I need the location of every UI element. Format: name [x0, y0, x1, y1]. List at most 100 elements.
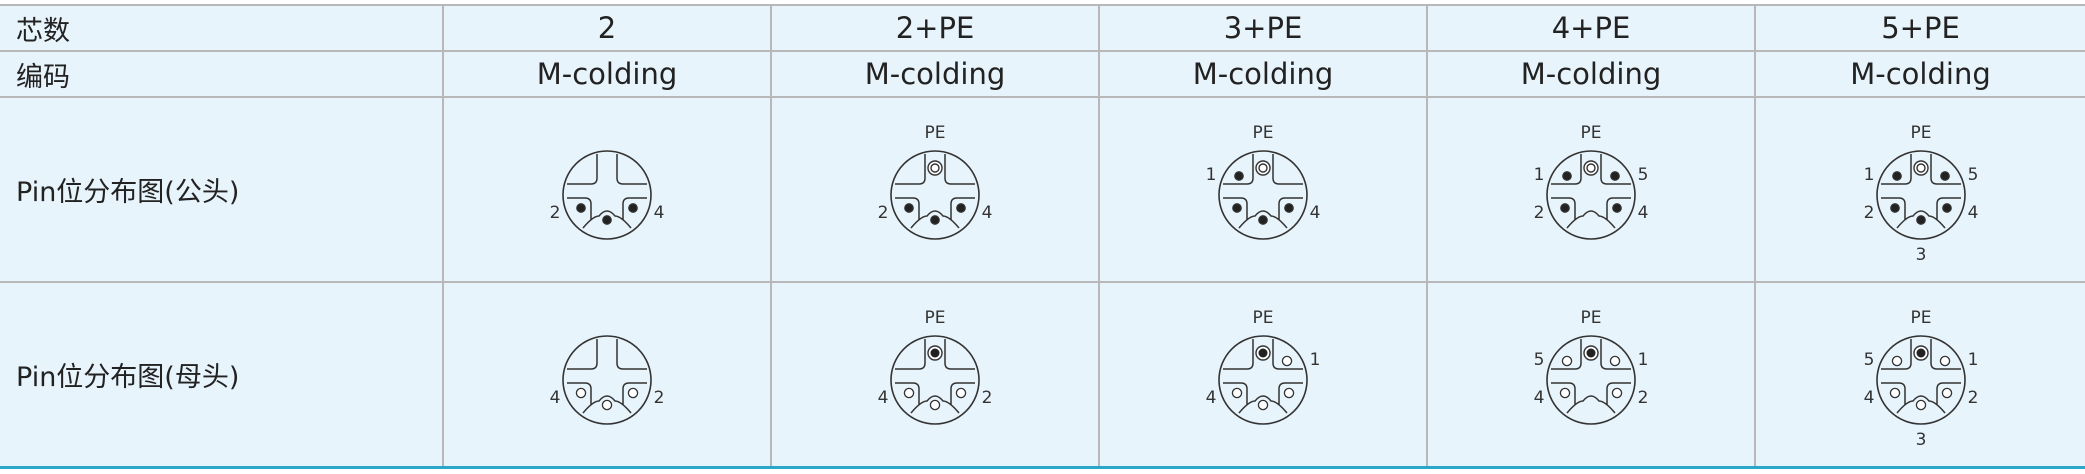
pin-number-label: 2 [878, 203, 889, 223]
pin-contact-br [628, 202, 638, 213]
pin-number-label: 4 [550, 388, 561, 408]
male-pinout-col4: PE 1 5 2 4 [1427, 97, 1756, 283]
pe-label: PE [1581, 123, 1602, 143]
pin-number-label: 2 [1638, 388, 1649, 408]
pe-pin [1583, 344, 1599, 361]
pin-contact-bc [601, 399, 613, 410]
pin-contact-br [955, 387, 967, 398]
coding-value-col2: M-colding [771, 51, 1100, 98]
pin-contact-br [627, 387, 639, 398]
connector-face [562, 334, 652, 425]
pin-contact-bc [1915, 399, 1926, 410]
pin-contact-bc [1257, 399, 1269, 410]
pe-pin [927, 159, 943, 176]
pin-contact-br [1612, 202, 1622, 213]
pin-number-label: 5 [1638, 165, 1649, 185]
connector-face [1875, 334, 1966, 425]
pin-contact-tr [1281, 355, 1293, 366]
male-pinout-col2: PE 2 4 [771, 97, 1100, 283]
pe-label: PE [1581, 308, 1602, 328]
pin-number-label: 4 [1638, 203, 1649, 223]
pin-contact-br [956, 202, 966, 213]
cores-value-col1: 2 [443, 4, 772, 52]
pe-label: PE [1910, 123, 1931, 143]
coding-value-col4: M-colding [1427, 51, 1756, 98]
pin-contact-tl [1234, 170, 1244, 181]
pin-contact-bl [1559, 387, 1571, 398]
cores-value-col3: 3+PE [1099, 4, 1428, 52]
pin-number-label: 3 [1915, 430, 1926, 450]
pin-contact-bc [1915, 214, 1926, 225]
pin-contact-br [1284, 202, 1294, 213]
pe-label: PE [925, 123, 946, 143]
pin-contact-bl [1232, 202, 1242, 213]
pe-pin [1255, 344, 1271, 361]
pin-contact-tl [1891, 170, 1902, 181]
pe-label: PE [925, 308, 946, 328]
coding-value-col5: M-colding [1755, 51, 2085, 98]
pin-contact-bc [930, 214, 940, 225]
pin-contact-tr [1610, 170, 1620, 181]
cores-row: 芯数 2 2+PE 3+PE 4+PE 5+PE [0, 4, 2085, 52]
pe-pin [1912, 344, 1929, 361]
female-pinout-label: Pin位分布图(母头) [0, 282, 444, 469]
pin-contact-br [1941, 387, 1952, 398]
coding-value-col1: M-colding [443, 51, 772, 98]
pin-number-label: 5 [1863, 350, 1874, 370]
pe-pin [1912, 159, 1929, 176]
connector-face [890, 334, 980, 425]
pin-contact-bl [1889, 387, 1900, 398]
pin-contact-tl [1562, 170, 1572, 181]
connector-face [1218, 334, 1308, 425]
pin-number-label: 1 [1534, 165, 1545, 185]
coding-value-col3: M-colding [1099, 51, 1428, 98]
pin-contact-bl [575, 387, 587, 398]
pin-contact-tr [1609, 355, 1621, 366]
pin-number-label: 1 [1206, 165, 1217, 185]
pe-label: PE [1253, 123, 1274, 143]
connector-face [1546, 149, 1636, 240]
pin-number-label: 2 [982, 388, 993, 408]
female-pinout-5pe-diagram: PE 5 1 4 2 3 [1863, 308, 1978, 450]
pin-contact-tr [1939, 170, 1950, 181]
male-pinout-3pe-diagram: PE 1 4 [1206, 123, 1321, 240]
pin-number-label: 4 [1863, 388, 1874, 408]
pin-contact-tl [1891, 355, 1902, 366]
pin-contact-tr [1939, 355, 1950, 366]
pe-pin [927, 344, 943, 361]
pin-number-label: 1 [1967, 350, 1978, 370]
pe-label: PE [1910, 308, 1931, 328]
connector-face [1546, 334, 1636, 425]
pin-contact-bc [602, 214, 612, 225]
cores-value-col5: 5+PE [1755, 4, 2085, 52]
pin-number-label: 4 [982, 203, 993, 223]
pin-number-label: 2 [654, 388, 665, 408]
pin-number-label: 4 [1310, 203, 1321, 223]
pin-number-label: 4 [654, 203, 665, 223]
male-pinout-label: Pin位分布图(公头) [0, 97, 444, 283]
pin-number-label: 2 [1967, 388, 1978, 408]
connector-face [1218, 149, 1308, 240]
pe-pin [1583, 159, 1599, 176]
pin-contact-tl [1561, 355, 1573, 366]
pin-contact-bc [1258, 214, 1268, 225]
pin-number-label: 5 [1967, 165, 1978, 185]
pin-contact-bl [1560, 202, 1570, 213]
pin-contact-bc [929, 399, 941, 410]
pin-number-label: 4 [1534, 388, 1545, 408]
pin-number-label: 1 [1863, 165, 1874, 185]
pin-number-label: 3 [1915, 245, 1926, 265]
pin-number-label: 2 [1534, 203, 1545, 223]
pin-contact-bl [1231, 387, 1243, 398]
